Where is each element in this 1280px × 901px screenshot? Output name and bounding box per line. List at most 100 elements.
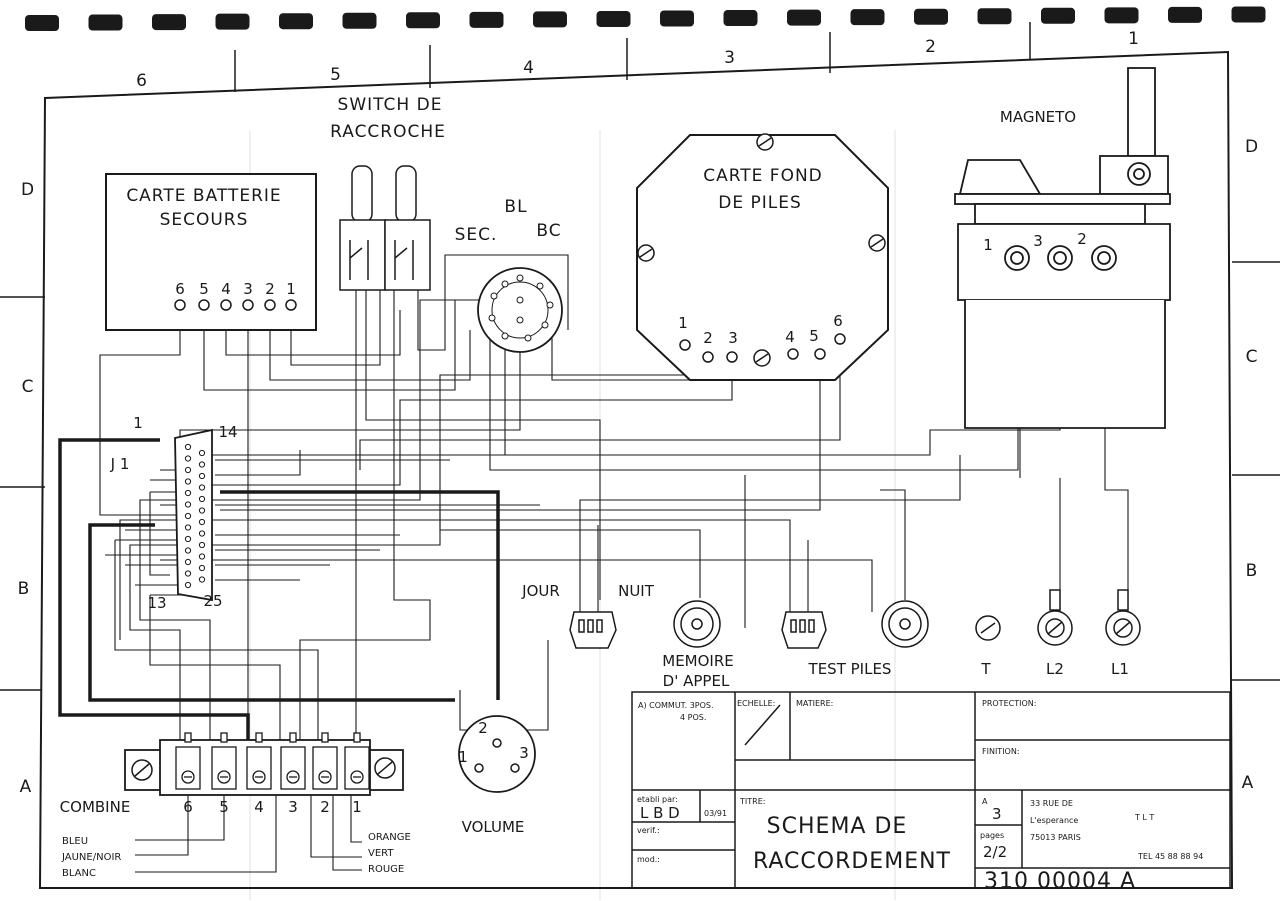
zone-left-c: C bbox=[22, 377, 35, 397]
j1-pin bbox=[184, 512, 192, 520]
wire-jaune-noir: JAUNE/NOIR bbox=[61, 852, 121, 863]
binding-ring bbox=[1168, 6, 1202, 23]
date-value: 03/91 bbox=[704, 809, 727, 818]
board-pin-2: 2 bbox=[703, 329, 713, 347]
combine-title: COMBINE bbox=[60, 798, 131, 816]
j1-pin bbox=[198, 576, 206, 583]
zone-left-b: B bbox=[18, 579, 31, 599]
board-pin-5: 5 bbox=[809, 327, 819, 345]
zone-top-4: 4 bbox=[523, 58, 535, 78]
drawing-frame bbox=[38, 50, 1234, 889]
j1-pin bbox=[184, 501, 192, 508]
combine-pin-5: 5 bbox=[219, 798, 229, 816]
binding-ring bbox=[660, 10, 694, 27]
j1-pin bbox=[184, 455, 192, 462]
battery-pin-3: 3 bbox=[243, 280, 253, 298]
test-piles-label: TEST PILES bbox=[808, 660, 892, 678]
zone-right-a: A bbox=[1242, 773, 1255, 793]
battery-pin-4: 4 bbox=[221, 280, 231, 298]
combine-pin-6: 6 bbox=[183, 798, 193, 816]
pages-value: 2/2 bbox=[983, 843, 1007, 861]
magneto: MAGNETO 1 3 2 bbox=[954, 67, 1171, 429]
memory-label-1: MEMOIRE bbox=[662, 652, 734, 670]
binding-ring bbox=[406, 12, 440, 29]
connector-sec-label: SEC. bbox=[455, 225, 498, 245]
binding-ring bbox=[1041, 7, 1075, 24]
test-piles-switch: TEST PILES bbox=[781, 600, 929, 678]
battery-pin-1: 1 bbox=[286, 280, 296, 298]
j1-pin bbox=[184, 581, 192, 589]
combine-pin-4: 4 bbox=[254, 798, 264, 816]
battery-pin-2: 2 bbox=[265, 280, 275, 298]
nuit-label: NUIT bbox=[618, 582, 655, 600]
magneto-title: MAGNETO bbox=[1000, 108, 1076, 126]
combine-pin-3: 3 bbox=[288, 798, 298, 816]
verif-label: verif.: bbox=[637, 826, 660, 835]
hook-switch-title: SWITCH DE bbox=[338, 95, 443, 115]
hook-switch: SWITCH DE RACCROCHE bbox=[330, 95, 446, 291]
board-pin-6: 6 bbox=[833, 312, 843, 330]
etabli-value: L B D bbox=[640, 804, 680, 822]
battery-pin-5: 5 bbox=[199, 280, 209, 298]
battery-board: CARTE FOND DE PILES 1 2 3 4 5 6 bbox=[636, 133, 889, 381]
j1-connector: 1 14 J 1 13 25 bbox=[110, 414, 238, 612]
connector-bc-label: BC bbox=[536, 221, 561, 241]
battery-board-subtitle: DE PILES bbox=[718, 193, 802, 213]
terminal-lug bbox=[289, 732, 297, 743]
jour-label: JOUR bbox=[521, 582, 560, 600]
magneto-pin-2: 2 bbox=[1077, 230, 1087, 248]
combine-pin-1: 1 bbox=[352, 798, 362, 816]
combine-pin-2: 2 bbox=[320, 798, 330, 816]
binding-ring bbox=[1231, 6, 1266, 23]
binding-ring bbox=[723, 10, 758, 27]
battery-card: CARTE BATTERIE SECOURS 6 5 4 3 2 1 bbox=[105, 173, 317, 331]
battery-card-subtitle: SECOURS bbox=[160, 210, 249, 230]
mod-label: mod.: bbox=[637, 855, 660, 864]
j1-pin bbox=[184, 524, 192, 531]
volume-pin-1: 1 bbox=[458, 748, 468, 766]
zone-top-6: 6 bbox=[136, 71, 148, 91]
binding-ring bbox=[215, 13, 250, 30]
wire-blanc: BLANC bbox=[62, 868, 96, 879]
company-line-2: L'esperance bbox=[1030, 816, 1078, 825]
company-logo: T L T bbox=[1134, 813, 1154, 822]
wire-orange: ORANGE bbox=[368, 832, 411, 843]
title-line-1: SCHEMA DE bbox=[767, 814, 908, 839]
protection-label: PROTECTION: bbox=[982, 699, 1036, 708]
connector-bl-label: BL bbox=[504, 197, 527, 217]
j1-pin bbox=[184, 558, 192, 566]
hook-switch-subtitle: RACCROCHE bbox=[330, 122, 446, 142]
format-label: A bbox=[982, 797, 988, 806]
commut-line-1: A) COMMUT. 3POS. bbox=[638, 701, 714, 710]
terminal-lug bbox=[321, 732, 329, 743]
j1-pin bbox=[198, 449, 206, 457]
j1-pin-13-label: 13 bbox=[147, 594, 166, 612]
finition-label: FINITION: bbox=[982, 747, 1020, 756]
binding-ring bbox=[152, 14, 186, 31]
magneto-pin-1: 1 bbox=[983, 236, 993, 254]
j1-pin bbox=[198, 564, 206, 572]
zone-left-a: A bbox=[20, 777, 33, 797]
call-memory-button: MEMOIRE D' APPEL bbox=[662, 600, 734, 690]
memory-label-2: D' APPEL bbox=[663, 672, 730, 690]
board-pin-4: 4 bbox=[785, 328, 795, 346]
binding-rings bbox=[25, 6, 1266, 31]
j1-pin bbox=[198, 484, 206, 491]
controls-t-l2-l1: T L2 L1 bbox=[975, 589, 1141, 678]
l1-label: L1 bbox=[1111, 660, 1129, 678]
volume-pin-2: 2 bbox=[478, 719, 488, 737]
company-line-1: 33 RUE DE bbox=[1030, 799, 1073, 808]
matiere-label: MATIERE: bbox=[796, 699, 833, 708]
j1-pin bbox=[198, 541, 206, 549]
binding-ring bbox=[25, 15, 59, 31]
binding-ring bbox=[977, 8, 1012, 25]
binding-ring bbox=[596, 10, 631, 27]
j1-name: J 1 bbox=[110, 455, 130, 473]
zone-labels: 6 5 4 3 2 1 D C B A D C B A bbox=[18, 29, 1258, 797]
j1-pin-25-label: 25 bbox=[203, 592, 222, 610]
binding-ring bbox=[279, 13, 313, 30]
etabli-label: etabli par: bbox=[637, 795, 678, 804]
day-night-switch: JOUR NUIT bbox=[521, 582, 655, 649]
j1-pin-1-label: 1 bbox=[133, 414, 143, 432]
